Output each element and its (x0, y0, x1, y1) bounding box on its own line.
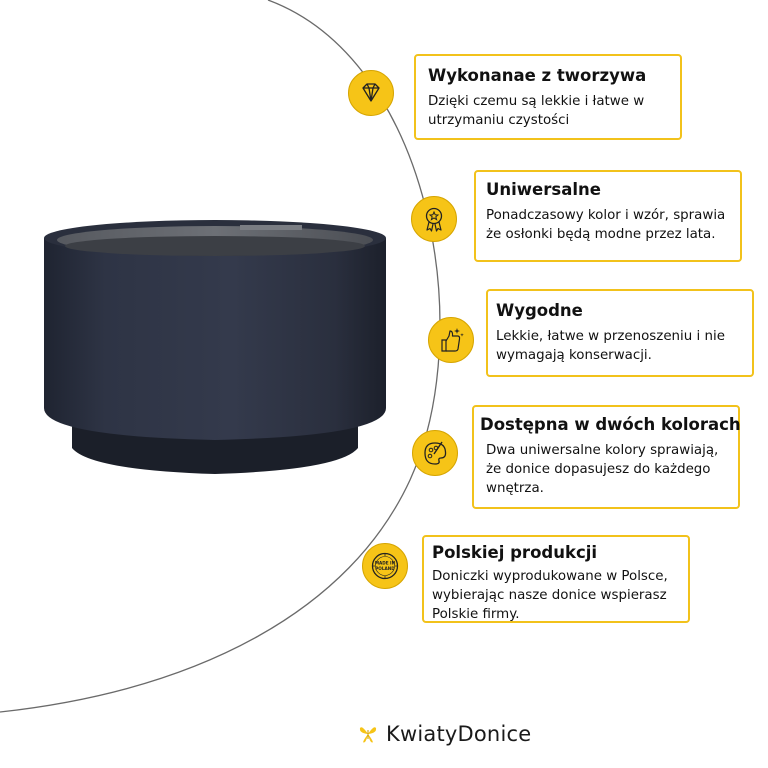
feature-card-polish-made: Polskiej produkcji Doniczki wyprodukowan… (422, 535, 690, 623)
feature-card-universal: Uniwersalne Ponadczasowy kolor i wzór, s… (474, 170, 742, 262)
award-medal-icon-badge (411, 196, 457, 242)
feature-title: Wykonanae z tworzywa (428, 66, 647, 85)
feature-card-colors: Dostępna w dwóch kolorach Dwa uniwersaln… (472, 405, 741, 509)
svg-text:MADE IN: MADE IN (375, 561, 396, 566)
product-pot-image (44, 220, 386, 474)
feature-card-material: Wykonanae z tworzywa Dzięki czemu są lek… (414, 54, 682, 140)
palette-icon-badge (412, 430, 458, 476)
butterfly-icon (359, 727, 377, 743)
feature-title: Wygodne (496, 301, 583, 320)
award-medal-icon (425, 207, 443, 232)
palette-icon (424, 441, 447, 465)
thumbs-up-sparkle-icon-badge (428, 317, 474, 363)
feature-title: Polskiej produkcji (432, 543, 598, 562)
feature-description: Dzięki czemu są lekkie i łatwe w utrzyma… (428, 94, 645, 128)
brand-logo: KwiatyDonice (358, 722, 531, 746)
thumbs-up-sparkle-icon (441, 328, 464, 352)
feature-title: Dostępna w dwóch kolorach (480, 415, 741, 434)
made-in-poland-stamp-icon-badge: MADE IN POLAND (362, 543, 408, 589)
feature-card-convenient: Wygodne Lekkie, łatwe w przenoszeniu i n… (486, 289, 754, 377)
diamond-icon (362, 83, 380, 102)
brand-name: KwiatyDonice (386, 722, 532, 746)
feature-description: Ponadczasowy kolor i wzór, sprawia że os… (486, 208, 726, 242)
made-in-poland-stamp-icon: MADE IN POLAND (371, 552, 399, 580)
feature-description: Dwa uniwersalne kolory sprawiają, że don… (486, 443, 719, 496)
svg-text:POLAND: POLAND (375, 566, 395, 571)
diamond-icon-badge (348, 70, 394, 116)
feature-description: Doniczki wyprodukowane w Polsce, wybiera… (432, 569, 668, 622)
feature-title: Uniwersalne (486, 180, 601, 199)
feature-description: Lekkie, łatwe w przenoszeniu i nie wymag… (496, 329, 725, 363)
